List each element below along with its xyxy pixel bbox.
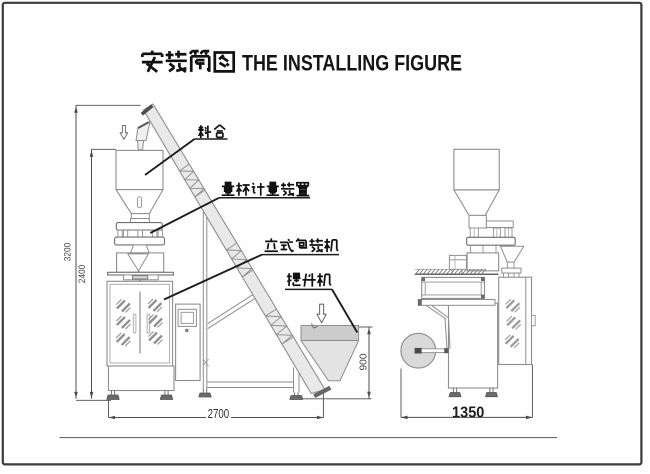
svg-text:900: 900	[359, 353, 370, 370]
svg-text:2700: 2700	[208, 406, 230, 421]
svg-text:3200: 3200	[63, 243, 74, 262]
svg-text:1350: 1350	[452, 405, 484, 422]
svg-text:2400: 2400	[77, 265, 88, 284]
svg-text:THE INSTALLING FIGURE: THE INSTALLING FIGURE	[242, 51, 462, 76]
